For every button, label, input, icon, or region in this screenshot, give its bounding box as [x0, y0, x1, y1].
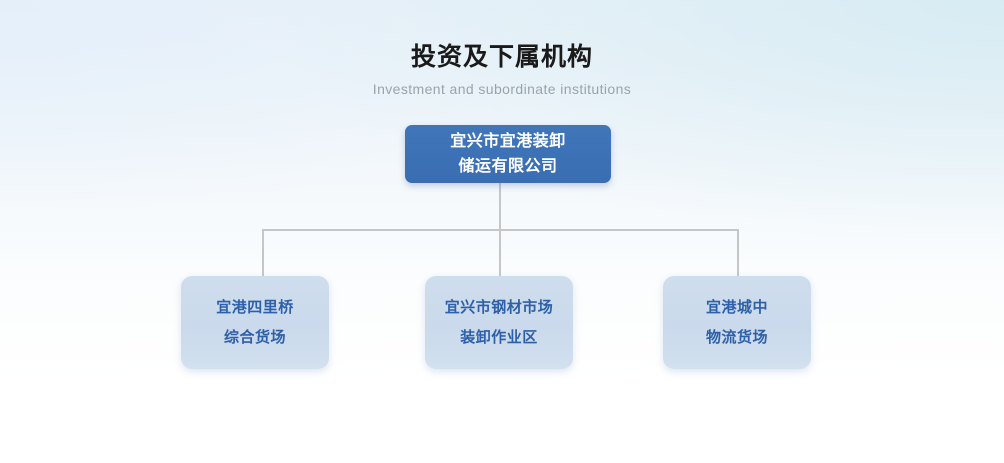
- org-node-root[interactable]: 宜兴市宜港装卸 储运有限公司: [405, 125, 611, 183]
- page-header: 投资及下属机构 Investment and subordinate insti…: [0, 40, 1004, 98]
- org-node-root-line-2: 储运有限公司: [458, 158, 558, 175]
- connector-horizontal-bus: [262, 229, 739, 231]
- org-node-child-2[interactable]: 宜兴市钢材市场 装卸作业区: [425, 276, 573, 369]
- connector-drop-child-3: [737, 229, 739, 277]
- connector-root-stem: [499, 182, 501, 231]
- page-subtitle: Investment and subordinate institutions: [372, 81, 632, 97]
- org-node-root-line-1: 宜兴市宜港装卸: [450, 133, 566, 150]
- org-node-child-3-line-1: 宜港城中: [705, 298, 768, 316]
- connector-drop-child-2: [499, 229, 501, 277]
- page-title: 投资及下属机构: [410, 43, 593, 71]
- org-node-child-1-line-1: 宜港四里桥: [216, 298, 294, 316]
- org-node-child-2-line-2: 装卸作业区: [460, 328, 538, 346]
- org-node-child-2-line-1: 宜兴市钢材市场: [444, 298, 554, 316]
- org-node-child-1-line-2: 综合货场: [223, 328, 286, 346]
- org-node-child-1[interactable]: 宜港四里桥 综合货场: [181, 276, 329, 369]
- connector-drop-child-1: [262, 229, 264, 277]
- org-node-child-3-line-2: 物流货场: [705, 328, 768, 346]
- org-node-child-3[interactable]: 宜港城中 物流货场: [663, 276, 811, 369]
